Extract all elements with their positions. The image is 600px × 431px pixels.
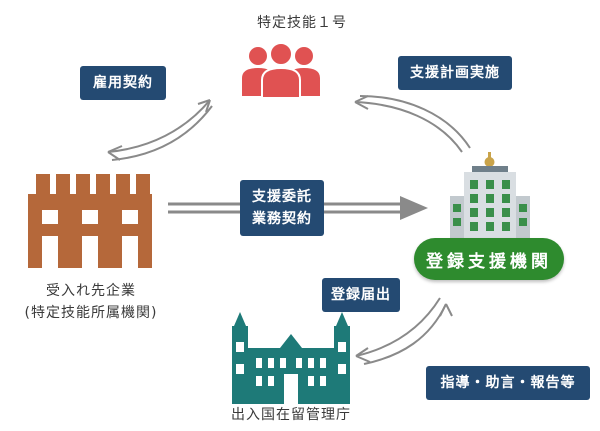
support-worker-arrow (354, 95, 471, 153)
employer-label-line2: (特定技能所属機関) (24, 305, 158, 321)
outsourcing-contract-line2: 業務契約 (252, 211, 312, 227)
outsourcing-contract-box: 支援委託 業務契約 (240, 180, 324, 236)
support-org-label: 登録支援機関 (414, 238, 564, 280)
worker-employer-arrow (107, 99, 213, 161)
government-building-icon (232, 312, 350, 404)
immigration-label: 出入国在留管理庁 (231, 407, 351, 423)
employer-label: 受入れ先企業 (特定技能所属機関) (6, 280, 176, 324)
registration-filing-box: 登録届出 (322, 278, 400, 312)
support-plan-box: 支援計画実施 (398, 56, 512, 90)
guidance-box: 指導・助言・報告等 (426, 366, 590, 400)
employment-contract-box: 雇用契約 (80, 66, 166, 100)
brick-building-icon (28, 174, 152, 268)
office-building-icon (450, 152, 530, 248)
employer-label-line1: 受入れ先企業 (46, 283, 136, 299)
people-icon (242, 42, 320, 99)
worker-label: 特定技能１号 (257, 15, 347, 31)
outsourcing-contract-line1: 支援委託 (252, 189, 312, 205)
support-immigration-arrow (355, 297, 453, 365)
